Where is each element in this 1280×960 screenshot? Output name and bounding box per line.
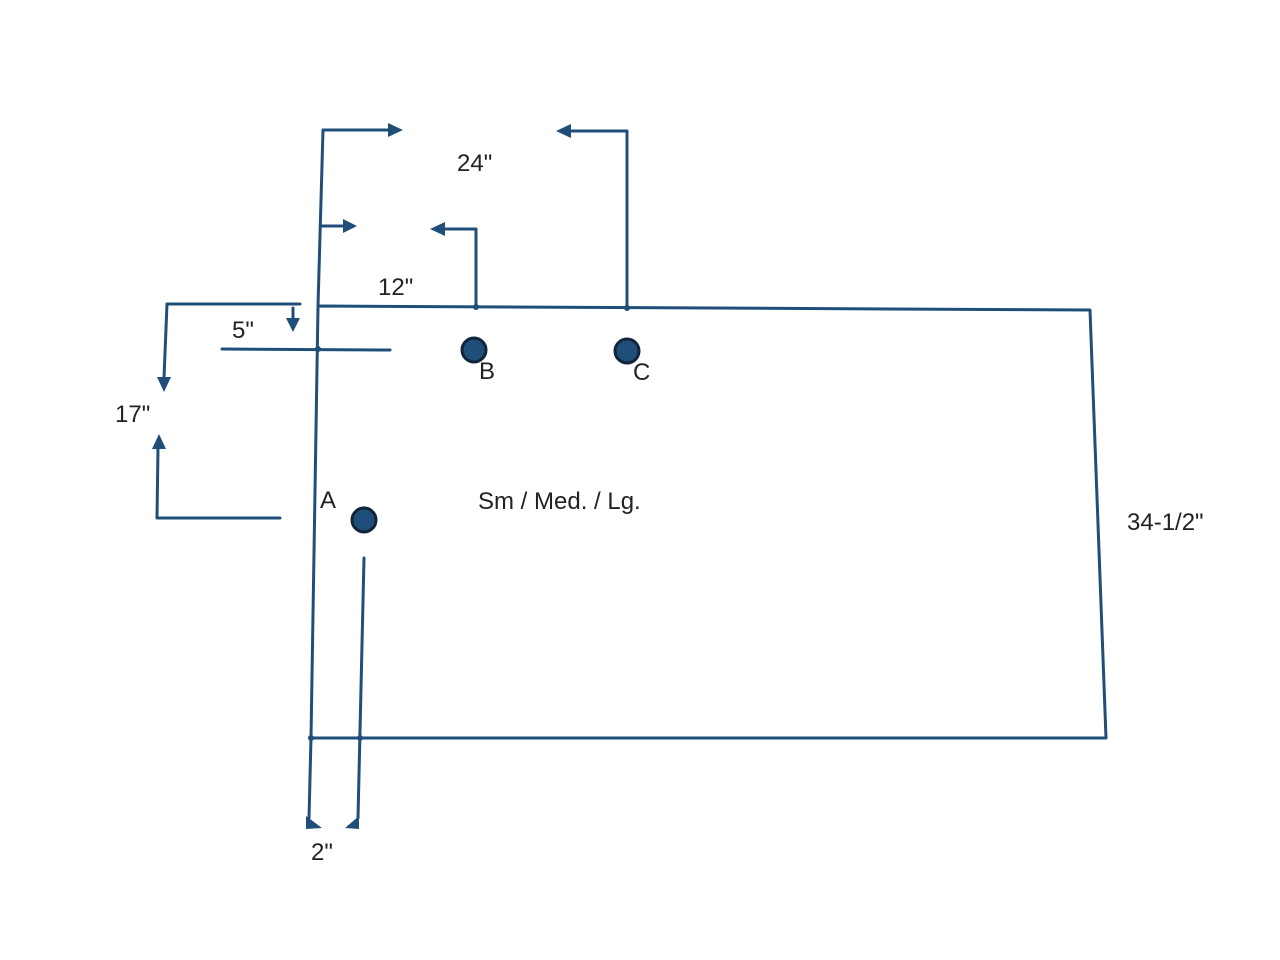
point-c-label: C bbox=[633, 359, 650, 386]
point-b-label: B bbox=[479, 358, 495, 385]
dim-17-bottom-arrowhead bbox=[152, 434, 166, 449]
junction-dot-5 bbox=[315, 346, 321, 352]
dim-34-label: 34-1/2" bbox=[1127, 509, 1204, 536]
dim-24-right-arrowhead bbox=[556, 124, 571, 138]
point-a-label: A bbox=[320, 487, 336, 514]
dim-24-left-arrowhead bbox=[388, 123, 403, 137]
dim-12-label: 12" bbox=[378, 274, 413, 301]
dim-17-label: 17" bbox=[115, 401, 150, 428]
dim-2-label: 2" bbox=[311, 839, 333, 866]
dim-2-right-arrowhead bbox=[345, 816, 359, 829]
dim-5-label: 5" bbox=[232, 317, 254, 344]
dim-2-right-leader bbox=[356, 556, 366, 820]
dim-12-right-arrowhead bbox=[430, 222, 445, 236]
junction-dot-24 bbox=[624, 305, 630, 311]
hole-a bbox=[350, 506, 378, 534]
dim-5-bottom-line bbox=[220, 347, 392, 352]
junction-dot-bottom-right bbox=[357, 735, 363, 741]
junction-dot-bottom-left bbox=[308, 735, 314, 741]
main-rectangle bbox=[309, 304, 1108, 740]
dim-2-left-arrowhead bbox=[306, 816, 322, 829]
dim-5-arrowhead bbox=[286, 318, 300, 332]
dim-17-top-arrowhead bbox=[157, 377, 171, 392]
dim-12-left-arrowhead bbox=[343, 219, 357, 233]
junction-dot-12 bbox=[473, 304, 479, 310]
dim-17-top-leader bbox=[162, 302, 169, 380]
dim-24-label: 24" bbox=[457, 150, 492, 177]
dim-24-right-leader bbox=[568, 129, 629, 309]
hole-b bbox=[460, 336, 488, 364]
hole-c bbox=[613, 337, 641, 365]
left-reference-line bbox=[316, 128, 325, 308]
dim-17-bottom-leader bbox=[155, 446, 282, 520]
size-label: Sm / Med. / Lg. bbox=[478, 488, 641, 515]
dim-2-left-leader bbox=[307, 736, 313, 820]
dim-12-right-leader bbox=[442, 227, 478, 308]
